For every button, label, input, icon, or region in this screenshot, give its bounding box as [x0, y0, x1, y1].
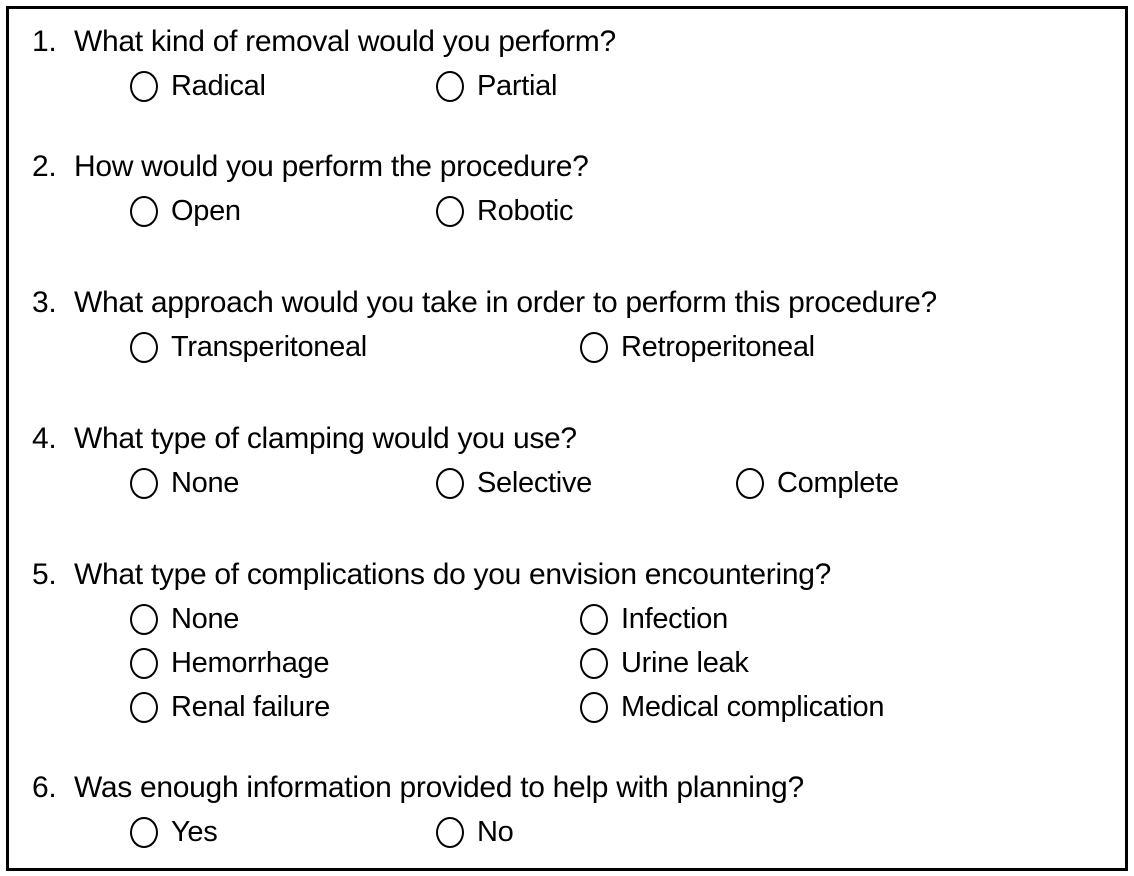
question-3-number: 3. — [32, 286, 57, 319]
option-hemorrhage[interactable]: Hemorrhage — [130, 647, 580, 680]
question-3-options: Transperitoneal Retroperitoneal — [22, 325, 1111, 369]
radio-button-icon[interactable] — [130, 816, 158, 848]
option-label: None — [171, 602, 240, 635]
option-label: No — [477, 815, 514, 848]
radio-button-icon[interactable] — [580, 647, 608, 679]
option-label: Urine leak — [621, 646, 749, 679]
option-robotic[interactable]: Robotic — [436, 194, 574, 228]
radio-button-icon[interactable] — [130, 467, 158, 499]
option-renal-failure[interactable]: Renal failure — [130, 691, 580, 724]
question-2-text: How would you perform the procedure? — [74, 150, 589, 183]
radio-button-icon[interactable] — [580, 603, 608, 635]
question-2-number: 2. — [32, 150, 57, 183]
question-3: 3. What approach would you take in order… — [22, 281, 1111, 369]
question-5-row: 5. What type of complications do you env… — [22, 553, 1111, 597]
option-complete[interactable]: Complete — [736, 467, 899, 500]
question-3-text: What approach would you take in order to… — [74, 286, 937, 319]
question-2-options: Open Robotic — [22, 189, 1111, 233]
question-1-number: 1. — [32, 25, 57, 58]
question-5-options-row-3: Renal failure Medical complication — [22, 685, 1111, 729]
option-label: Selective — [477, 466, 592, 499]
question-4: 4. What type of clamping would you use? … — [22, 417, 1111, 505]
option-yes[interactable]: Yes — [130, 816, 436, 849]
option-label: Transperitoneal — [171, 330, 367, 363]
radio-button-icon[interactable] — [130, 603, 158, 635]
question-1-text: What kind of removal would you perform? — [74, 25, 616, 58]
radio-button-icon[interactable] — [130, 691, 158, 723]
question-5-options-row-1: None Infection — [22, 597, 1111, 641]
question-2: 2. How would you perform the procedure? … — [22, 145, 1111, 233]
option-infection[interactable]: Infection — [580, 603, 728, 636]
question-6: 6. Was enough information provided to he… — [22, 766, 1111, 854]
radio-button-icon[interactable] — [130, 70, 158, 102]
question-1-options: Radical Partial — [22, 64, 1111, 108]
option-label: Infection — [621, 602, 728, 635]
option-radical[interactable]: Radical — [130, 70, 436, 103]
radio-button-icon[interactable] — [436, 816, 464, 848]
option-label: Medical complication — [621, 690, 885, 723]
option-label: Hemorrhage — [171, 646, 330, 679]
question-6-options: Yes No — [22, 810, 1111, 854]
question-5-number: 5. — [32, 558, 57, 591]
radio-button-icon[interactable] — [436, 195, 464, 227]
question-4-number: 4. — [32, 422, 57, 455]
question-4-row: 4. What type of clamping would you use? — [22, 417, 1111, 461]
question-5-text: What type of complications do you envisi… — [74, 558, 831, 591]
question-4-text: What type of clamping would you use? — [74, 422, 577, 455]
option-label: Retroperitoneal — [621, 330, 815, 363]
option-label: Yes — [171, 815, 218, 848]
option-label: Renal failure — [171, 690, 330, 723]
radio-button-icon[interactable] — [130, 195, 158, 227]
question-1: 1. What kind of removal would you perfor… — [22, 20, 1111, 108]
option-medical-complication[interactable]: Medical complication — [580, 691, 884, 724]
option-label: Robotic — [477, 194, 574, 227]
option-urine-leak[interactable]: Urine leak — [580, 647, 749, 680]
radio-button-icon[interactable] — [580, 331, 608, 363]
question-6-number: 6. — [32, 771, 57, 804]
radio-button-icon[interactable] — [130, 647, 158, 679]
question-2-row: 2. How would you perform the procedure? — [22, 145, 1111, 189]
radio-button-icon[interactable] — [436, 467, 464, 499]
question-6-row: 6. Was enough information provided to he… — [22, 766, 1111, 810]
option-label: Partial — [477, 69, 558, 102]
option-label: Radical — [171, 69, 266, 102]
option-no[interactable]: No — [436, 815, 514, 849]
question-5: 5. What type of complications do you env… — [22, 553, 1111, 729]
option-selective[interactable]: Selective — [436, 467, 736, 500]
option-label: Complete — [777, 466, 899, 499]
question-1-row: 1. What kind of removal would you perfor… — [22, 20, 1111, 64]
radio-button-icon[interactable] — [130, 331, 158, 363]
questionnaire-form: 1. What kind of removal would you perfor… — [6, 6, 1128, 871]
option-partial[interactable]: Partial — [436, 70, 557, 103]
question-4-options: None Selective Complete — [22, 461, 1111, 505]
option-none-clamping[interactable]: None — [130, 467, 436, 500]
option-open[interactable]: Open — [130, 195, 436, 228]
radio-button-icon[interactable] — [436, 70, 464, 102]
question-6-text: Was enough information provided to help … — [74, 771, 804, 804]
radio-button-icon[interactable] — [736, 467, 764, 499]
option-label: None — [171, 466, 240, 499]
option-label: Open — [171, 194, 241, 227]
question-5-options-row-2: Hemorrhage Urine leak — [22, 641, 1111, 685]
option-transperitoneal[interactable]: Transperitoneal — [130, 331, 580, 364]
radio-button-icon[interactable] — [580, 691, 608, 723]
option-retroperitoneal[interactable]: Retroperitoneal — [580, 331, 815, 364]
question-3-row: 3. What approach would you take in order… — [22, 281, 1111, 325]
option-none-complication[interactable]: None — [130, 603, 580, 636]
